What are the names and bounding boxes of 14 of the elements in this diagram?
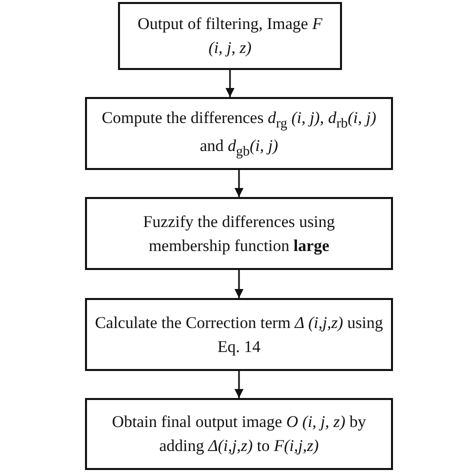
step-text: Compute the differences d$_{rg}$ (i, j), d$_{rb}$(i, j) and d$_{gb}$(i, j): [100, 107, 378, 160]
arrow: [226, 70, 234, 97]
step-text: Output of filtering, Image F (i, j, z): [136, 13, 324, 59]
process-box: [85, 298, 393, 371]
process-box: [85, 97, 393, 170]
arrow: [234, 170, 244, 197]
process-box: [118, 2, 342, 70]
process-box: [85, 197, 393, 270]
process-box: [85, 398, 393, 470]
step-text: Fuzzify the differences using membership function large: [142, 210, 336, 257]
arrow: [234, 270, 244, 298]
step-text: Obtain final output image O (i, j, z) by adding Δ(i,j,z) to F(i,j,z): [111, 411, 367, 457]
step-text: Calculate the Correction term Δ (i,j,z) using Eq. 14: [94, 312, 384, 358]
arrow: [234, 371, 244, 398]
